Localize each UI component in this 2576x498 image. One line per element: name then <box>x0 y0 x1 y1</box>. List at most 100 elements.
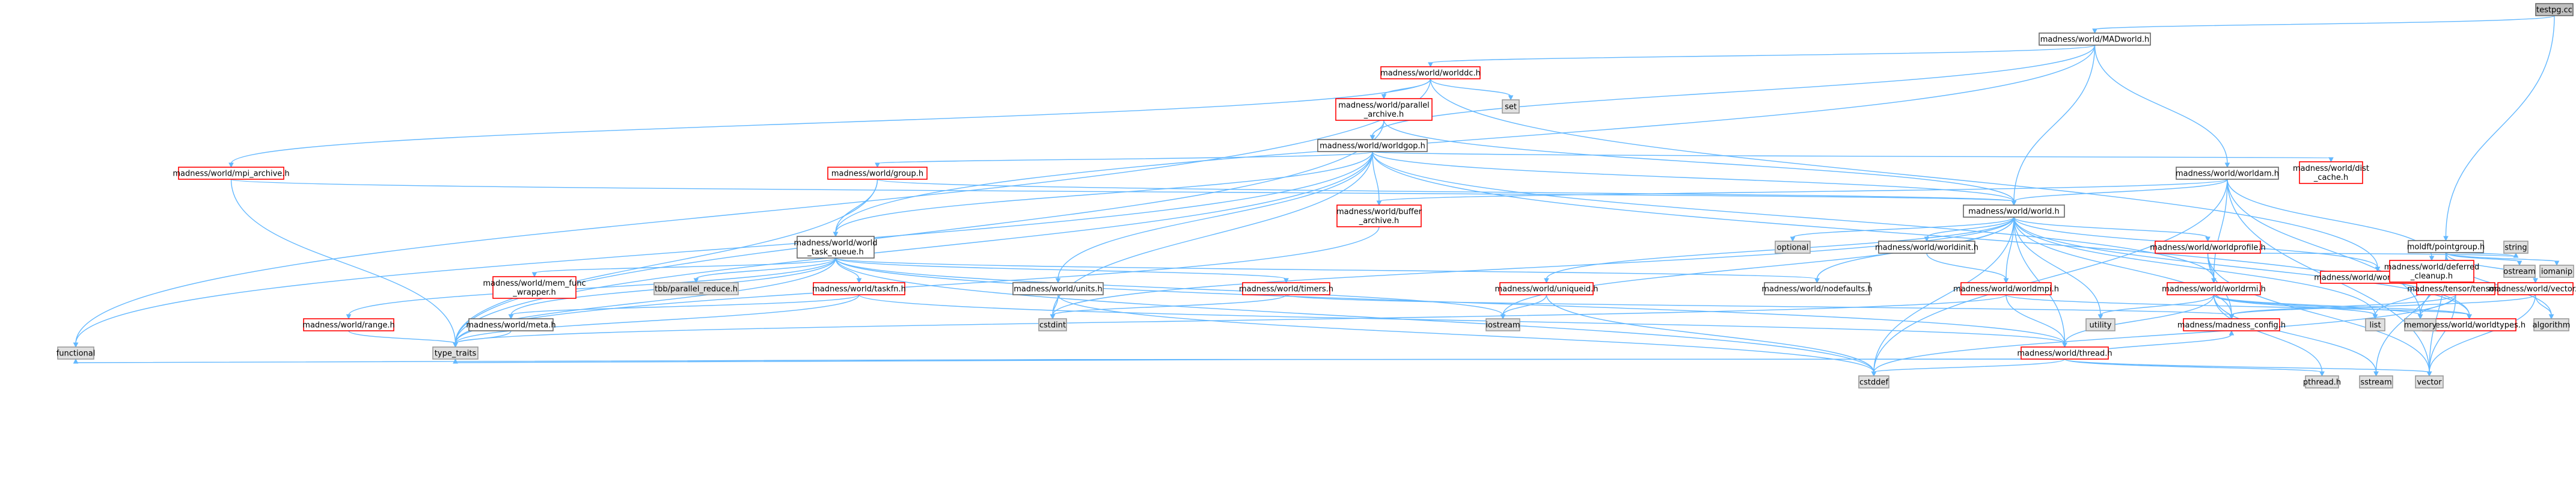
node-algorithm[interactable]: algorithm <box>2533 318 2571 331</box>
edge-tensor-to-cstddef <box>1871 294 2456 377</box>
node-set[interactable]: set <box>1502 99 1520 114</box>
node-label: set <box>1505 103 1517 112</box>
node-world-task-queue[interactable]: madness/world/world_task_queue.h <box>794 236 878 259</box>
node-testpg[interactable]: testpg.cc <box>2535 3 2574 16</box>
edge-worldmpi-to-worldtypes <box>2005 294 2472 320</box>
node-optional[interactable]: optional <box>1775 241 1811 254</box>
edge-thread-to-pthread <box>2064 358 2325 377</box>
node-label: madness/world/worldmpi.h <box>1953 285 2059 294</box>
edge-worldgop-to-units <box>1055 151 1373 284</box>
node-label: cstdint <box>1039 321 1066 330</box>
node-label: madness/world/mem_func <box>483 279 586 288</box>
node-taskfn[interactable]: madness/world/taskfn.h <box>812 282 906 295</box>
node-label: _cleanup.h <box>2410 272 2453 281</box>
edge-worldrmi-to-utility <box>2097 294 2215 320</box>
node-cstdint[interactable]: cstdint <box>1038 318 1067 331</box>
node-label: iomanip <box>2541 268 2572 277</box>
edge-worldgop-to-worldrmi <box>1372 151 2217 284</box>
node-timers[interactable]: madness/world/timers.h <box>1239 282 1333 295</box>
edge-worldam-to-buffer_archive <box>1376 179 2228 206</box>
edge-vector_h-to-madness_config <box>2229 294 2536 320</box>
node-utility[interactable]: utility <box>2085 318 2116 331</box>
node-uniqueid[interactable]: madness/world/uniqueid.h <box>1495 282 1599 295</box>
node-memory[interactable]: memory <box>2404 318 2437 331</box>
node-group[interactable]: madness/world/group.h <box>827 167 928 180</box>
node-worldinit[interactable]: madness/world/worldinit.h <box>1875 241 1978 254</box>
node-label: madness/tensor/tensor.h <box>2407 285 2504 294</box>
node-label: functional <box>57 349 96 358</box>
edge-taskfn-to-meta <box>508 294 860 320</box>
node-label: type_traits <box>435 349 477 358</box>
node-mem-func-wrapper[interactable]: madness/world/mem_func_wrapper.h <box>483 276 586 299</box>
edge-worldam-to-worldrmi <box>2211 179 2228 284</box>
node-iomanip[interactable]: iomanip <box>2539 265 2574 278</box>
edge-worldrmi-to-thread <box>2062 294 2215 348</box>
node-dist-cache[interactable]: madness/world/dist_cache.h <box>2293 161 2369 184</box>
node-label: madness/world/MADworld.h <box>2040 35 2150 45</box>
edge-meta-to-type_traits <box>453 330 512 348</box>
node-parallel-archive[interactable]: madness/world/parallel_archive.h <box>1335 98 1433 121</box>
node-pointgroup[interactable]: moldft/pointgroup.h <box>2407 240 2485 253</box>
node-madness-config[interactable]: madness/madness_config.h <box>2177 318 2286 331</box>
node-pthread[interactable]: pthread.h <box>2303 375 2341 389</box>
edge-world_task_queue-to-tbb_parallel_reduce <box>693 257 836 284</box>
node-label: _wrapper.h <box>512 288 555 297</box>
node-layer: testpg.cc madness/world/MADworld.h moldft/… <box>57 3 2576 389</box>
node-string[interactable]: string <box>2503 241 2529 254</box>
node-functional[interactable]: functional <box>57 346 96 360</box>
node-mpi-archive[interactable]: madness/world/mpi_archive.h <box>173 167 290 180</box>
node-nodefaults[interactable]: madness/world/nodefaults.h <box>1761 282 1873 295</box>
edge-worldinit-to-worldmpi <box>1926 253 2009 284</box>
edge-worldmpi-to-type_traits <box>453 294 2007 348</box>
node-range[interactable]: madness/world/range.h <box>302 318 395 331</box>
node-type-traits[interactable]: type_traits <box>432 346 479 360</box>
node-worlddc[interactable]: madness/world/worlddc.h <box>1380 66 1481 79</box>
node-world[interactable]: madness/world/world.h <box>1963 204 2065 218</box>
edge-group-to-world <box>877 179 2017 206</box>
edge-testpg-to-MADworld <box>2092 15 2555 34</box>
node-meta[interactable]: madness/world/meta.h <box>466 318 556 331</box>
edge-world-to-worldprofile <box>2013 217 2210 242</box>
node-MADworld[interactable]: madness/world/MADworld.h <box>2039 32 2151 46</box>
node-sstream[interactable]: sstream <box>2359 375 2393 389</box>
edge-worldmpi-to-thread <box>2005 294 2067 348</box>
node-units[interactable]: madness/world/units.h <box>1012 282 1104 295</box>
node-label: madness/world/worldinit.h <box>1875 244 1978 253</box>
node-ostream[interactable]: ostream <box>2503 265 2536 278</box>
edge-worldgop-to-world_task_queue <box>833 151 1373 238</box>
node-tbb-parallel-reduce[interactable]: tbb/parallel_reduce.h <box>653 282 739 295</box>
node-worldprofile[interactable]: madness/world/worldprofile.h <box>2150 241 2266 254</box>
node-worldam[interactable]: madness/world/worldam.h <box>2176 167 2279 180</box>
node-label: madness/world/nodefaults.h <box>1761 285 1872 294</box>
node-label: madness/world/vector.h <box>2489 285 2576 294</box>
node-list[interactable]: list <box>2365 318 2385 331</box>
node-label: _task_queue.h <box>807 248 863 257</box>
node-label: madness/world/mpi_archive.h <box>173 170 289 179</box>
edge-worldgop-to-type_traits <box>453 151 1373 348</box>
node-label: madness/world/buffer <box>1336 208 1422 217</box>
node-label: moldft/pointgroup.h <box>2407 243 2485 252</box>
node-worldrmi[interactable]: madness/world/worldrmi.h <box>2162 282 2266 295</box>
node-vector[interactable]: vector <box>2415 375 2444 389</box>
edge-pointgroup-to-iomanip <box>2445 252 2560 266</box>
node-vector-h[interactable]: madness/world/vector.h <box>2489 282 2576 295</box>
edge-vector_h-to-vector <box>2426 294 2536 377</box>
node-deferred-cleanup[interactable]: madness/world/deferred_cleanup.h <box>2384 260 2479 283</box>
node-label: algorithm <box>2533 321 2571 330</box>
node-thread[interactable]: madness/world/thread.h <box>2017 346 2113 360</box>
node-cstddef[interactable]: cstddef <box>1858 375 1889 389</box>
node-label: ostream <box>2503 268 2536 277</box>
edge-worldam-to-world <box>2011 179 2228 206</box>
node-buffer-archive[interactable]: madness/world/buffer_archive.h <box>1336 204 1422 227</box>
node-worldmpi[interactable]: madness/world/worldmpi.h <box>1953 282 2059 295</box>
node-worldgop[interactable]: madness/world/worldgop.h <box>1317 139 1428 152</box>
edge-timers-to-madness_config <box>1285 294 2235 320</box>
node-label: madness/world/group.h <box>831 170 923 179</box>
node-label: madness/world/worlddc.h <box>1380 69 1481 78</box>
edge-world_task_queue-to-iostream <box>835 257 1506 320</box>
node-label: madness/madness_config.h <box>2177 321 2286 330</box>
node-label: pthread.h <box>2303 378 2341 387</box>
node-tensor[interactable]: madness/tensor/tensor.h <box>2407 282 2504 295</box>
node-iostream[interactable]: iostream <box>1485 318 1520 331</box>
node-label: madness/world/dist <box>2293 164 2369 173</box>
